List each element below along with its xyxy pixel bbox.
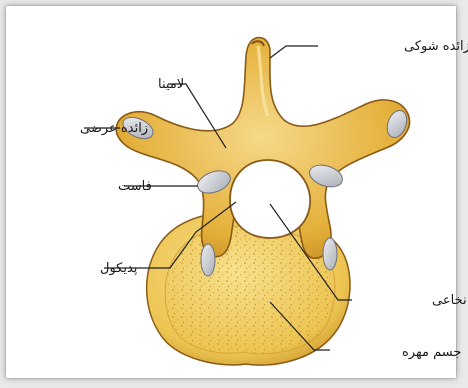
label-pedicle: پدیکول	[100, 261, 138, 276]
spinal-canal	[230, 160, 310, 238]
pedicle-cartilage-right	[323, 238, 337, 270]
label-vertebral-body: جسم مهره	[402, 345, 461, 360]
leader-line-spinous-process	[270, 46, 318, 58]
label-spinal-canal: کانال نخاعی	[432, 293, 468, 308]
label-lamina: لامینا	[158, 77, 184, 92]
pedicle-cartilage-left	[201, 244, 215, 276]
label-transverse-process: زائده عرضی	[80, 121, 148, 136]
label-facet: فاست	[118, 179, 152, 194]
label-spinous-process: زائده شوکی	[404, 39, 468, 54]
